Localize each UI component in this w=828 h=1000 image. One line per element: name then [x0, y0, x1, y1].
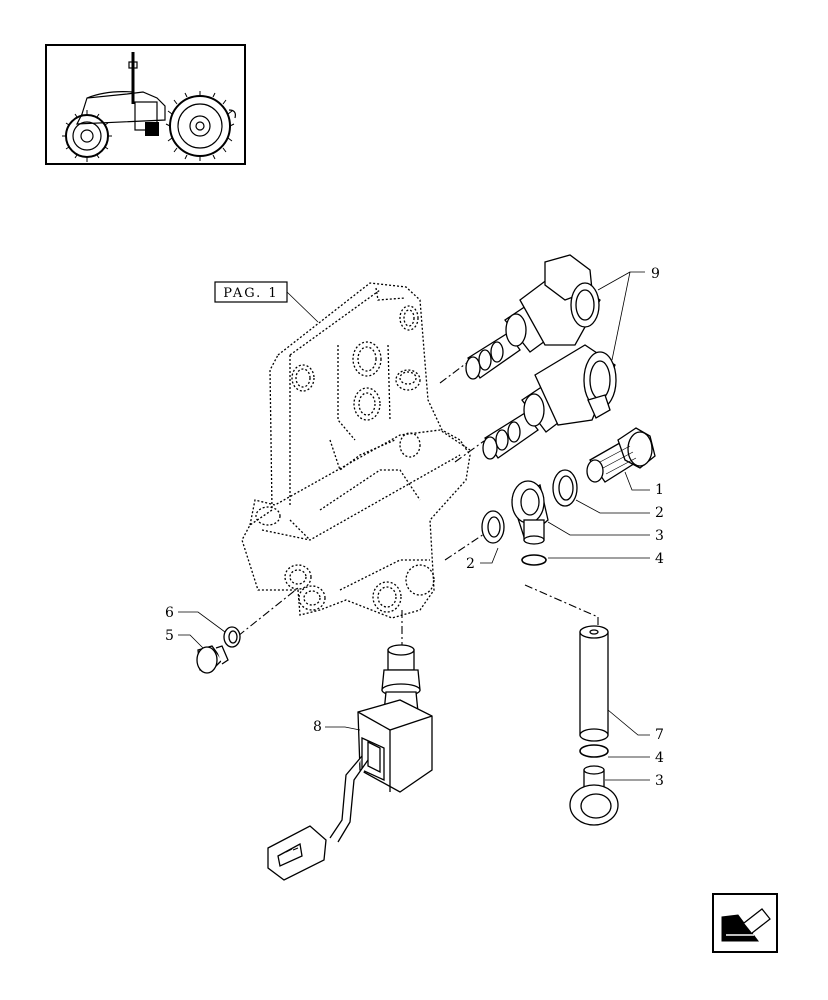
- back-arrow-icon: [721, 908, 771, 942]
- o-ring-upper: [521, 554, 547, 566]
- callout-3-upper: 3: [655, 528, 664, 544]
- pipe: [579, 625, 609, 742]
- solenoid-valve-upper: [465, 254, 601, 380]
- callout-8: 8: [313, 719, 322, 735]
- sealing-washer-right: [552, 469, 578, 507]
- washer: [223, 626, 241, 648]
- banjo-fitting-lower: [569, 765, 619, 826]
- callout-3-lower: 3: [655, 773, 664, 789]
- back-navigation-button[interactable]: [712, 893, 778, 953]
- callout-4-lower: 4: [655, 750, 664, 766]
- callout-7: 7: [655, 727, 664, 743]
- reference-box: [214, 281, 288, 303]
- callout-1: 1: [655, 482, 664, 498]
- callout-9: 9: [651, 266, 660, 282]
- tractor-thumbnail-icon: [62, 52, 236, 162]
- callout-2-left: 2: [466, 556, 475, 572]
- solenoid-valve-lower: [482, 344, 617, 460]
- plug: [196, 645, 229, 674]
- solenoid-switch: [267, 644, 433, 881]
- callout-2-right: 2: [655, 505, 664, 521]
- o-ring-lower: [579, 744, 609, 758]
- sealing-washer-left: [481, 510, 505, 544]
- tractor-thumbnail[interactable]: [45, 44, 246, 165]
- callout-4-upper: 4: [655, 551, 664, 567]
- reference-label: PAG. 1: [223, 286, 278, 301]
- valve-housing: [241, 282, 471, 619]
- callout-5: 5: [165, 628, 174, 644]
- banjo-fitting-upper: [511, 480, 549, 545]
- callout-6: 6: [165, 605, 174, 621]
- banjo-bolt: [586, 427, 656, 483]
